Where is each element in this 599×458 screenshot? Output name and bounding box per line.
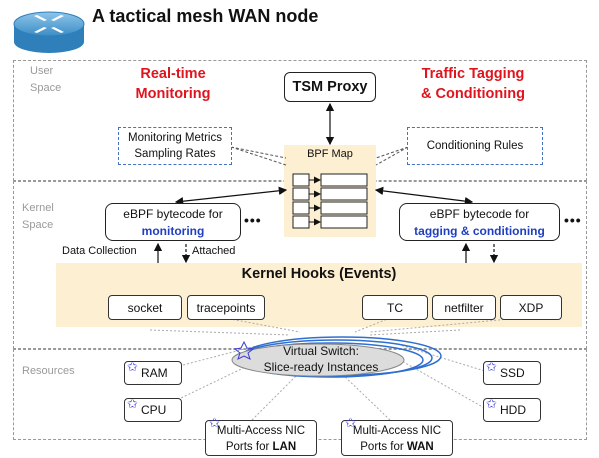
ebpf-monitoring-line1: eBPF bytecode for [123, 207, 223, 221]
nic-lan-prefix: Ports for [225, 441, 273, 453]
ebpf-tagging-line2: tagging & conditioning [414, 224, 545, 238]
hook-netfilter: netfilter [432, 295, 496, 320]
resource-ssd: ✩ SSD [483, 359, 541, 385]
conditioning-rules-box: Conditioning Rules [407, 127, 543, 165]
bpf-map-table [292, 173, 368, 229]
nic-lan-box: ✩ Multi-Access NIC Ports for LAN [205, 415, 317, 456]
nic-wan-bold: WAN [406, 441, 434, 453]
ssd-label: SSD [500, 366, 525, 380]
router-icon [13, 11, 85, 53]
nic-wan-prefix: Ports for [360, 441, 407, 453]
cpu-star-icon: ✩ [127, 396, 138, 411]
ebpf-left-more: ••• [244, 212, 262, 228]
virtual-switch-line1: Virtual Switch: [283, 344, 359, 358]
hdd-star-icon: ✩ [486, 396, 497, 411]
wan-star-icon: ✩ [345, 415, 356, 430]
attached-label: Attached [192, 245, 236, 257]
ebpf-monitoring-line2: monitoring [141, 224, 205, 238]
monitoring-metrics-box: Monitoring Metrics Sampling Rates [118, 127, 232, 165]
ssd-star-icon: ✩ [486, 359, 497, 374]
tsm-proxy-box: TSM Proxy [284, 72, 376, 102]
hook-socket: socket [108, 295, 182, 320]
nic-lan-bold: LAN [272, 441, 297, 453]
bpf-map-label: BPF Map [307, 148, 353, 160]
resource-cpu: ✩ CPU [124, 396, 182, 422]
ebpf-right-more: ••• [564, 212, 582, 228]
nic-lan-line2: Ports for LAN [206, 439, 316, 455]
resources-label: Resources [22, 365, 75, 377]
ram-label: RAM [141, 366, 168, 380]
tsm-proxy-label: TSM Proxy [292, 79, 368, 95]
switch-star-icon [233, 340, 255, 360]
resource-hdd: ✩ HDD [483, 396, 541, 422]
virtual-switch-label: Virtual Switch: Slice-ready Instances [238, 343, 404, 375]
hook-tracepoints: tracepoints [187, 295, 265, 320]
ebpf-tagging-box: eBPF bytecode for tagging & conditioning [399, 203, 560, 241]
realtime-monitoring-heading: Real-time Monitoring [135, 66, 211, 102]
nic-lan-line1: Multi-Access NIC [216, 425, 306, 437]
kernel-space-label: Kernel Space [22, 202, 54, 231]
traffic-tagging-heading: Traffic Tagging & Conditioning [421, 66, 525, 102]
ebpf-tagging-line1: eBPF bytecode for [429, 207, 530, 221]
cpu-label: CPU [141, 403, 167, 417]
data-collection-label: Data Collection [62, 245, 137, 257]
ebpf-monitoring-box: eBPF bytecode for monitoring [105, 203, 241, 241]
lan-star-icon: ✩ [209, 415, 220, 430]
nic-wan-line2: Ports for WAN [342, 439, 452, 455]
ram-star-icon: ✩ [127, 359, 138, 374]
hdd-label: HDD [500, 403, 526, 417]
hook-xdp: XDP [500, 295, 562, 320]
virtual-switch-line2: Slice-ready Instances [263, 360, 379, 374]
hook-tc: TC [362, 295, 428, 320]
resource-ram: ✩ RAM [124, 359, 182, 385]
nic-wan-line1: Multi-Access NIC [352, 425, 442, 437]
user-space-label: User Space [30, 65, 62, 94]
nic-wan-box: ✩ Multi-Access NIC Ports for WAN [341, 415, 453, 456]
kernel-hooks-title: Kernel Hooks (Events) [241, 266, 397, 282]
diagram-title: A tactical mesh WAN node [92, 6, 319, 26]
